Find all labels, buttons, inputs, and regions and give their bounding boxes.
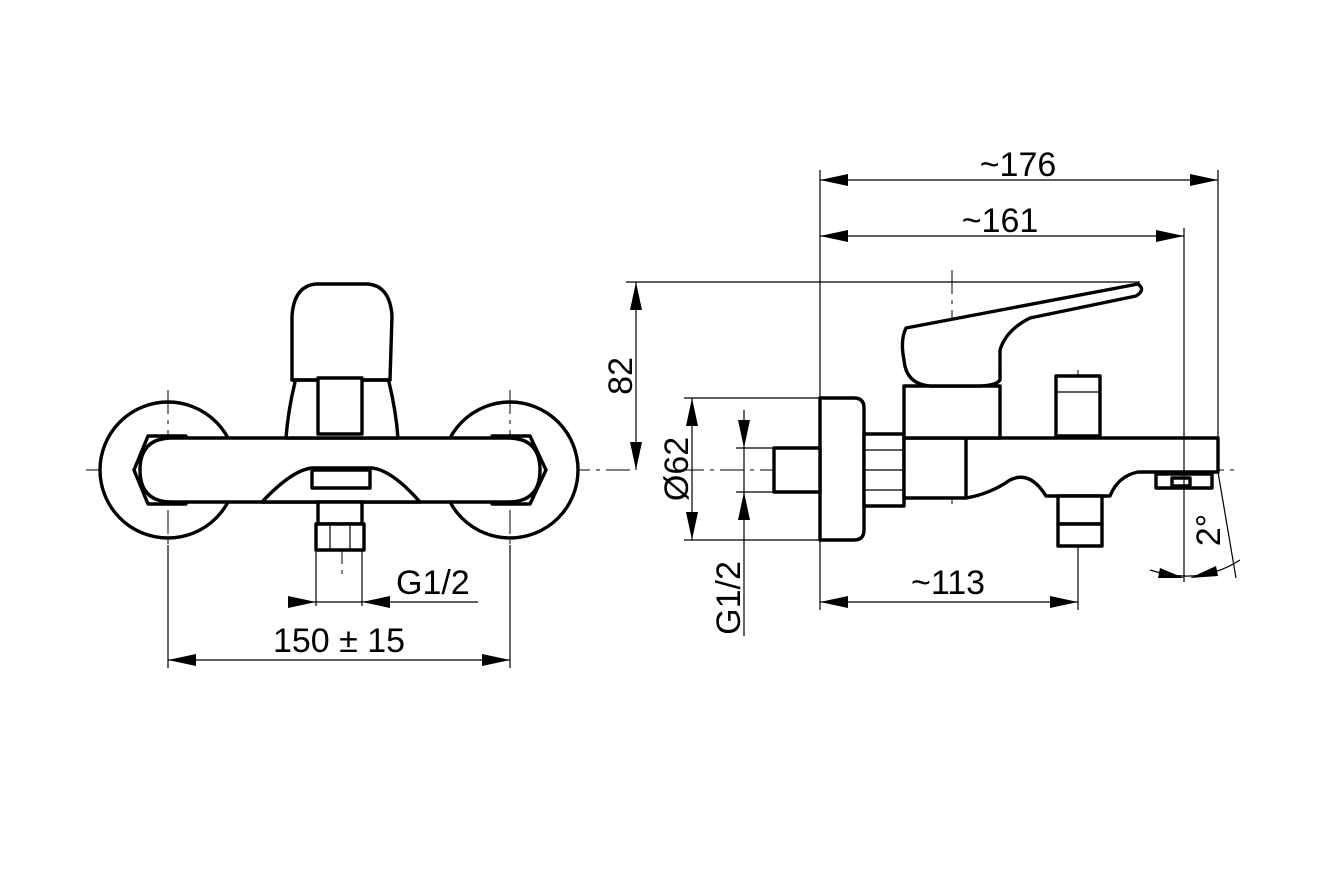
side-cartridge-housing [902, 384, 1002, 440]
flange-diameter-arrow-bottom [686, 512, 698, 540]
total-length-arrow-right [1190, 174, 1218, 186]
lever-handle-side [900, 282, 1144, 388]
aerator [1170, 476, 1192, 488]
total-length-label: ~176 [980, 146, 1057, 184]
side-mixer-body [902, 436, 1220, 500]
diverter-knob [1054, 374, 1102, 438]
side-thread-arrow-bottom [738, 492, 750, 520]
width-arrow-left [168, 654, 196, 666]
spout-length-arrow-right [1156, 230, 1184, 242]
side-thread-arrow-top [738, 420, 750, 448]
handle-stem [316, 376, 364, 436]
outlet-nipple [316, 500, 364, 526]
outlet-distance-arrow-right [1050, 596, 1078, 608]
front-thread-label: G1/2 [396, 564, 470, 602]
outlet-distance-arrow-left [820, 596, 848, 608]
outlet-cap [310, 468, 372, 490]
width-arrow-right [482, 654, 510, 666]
spout-angle-label: 2° [1190, 514, 1228, 547]
width-dimension-label: 150 ± 15 [273, 622, 405, 660]
outlet-distance-label: ~113 [911, 564, 985, 602]
lever-handle-front [290, 282, 394, 382]
angle-arrow-left [1158, 568, 1184, 578]
flange-diameter-label: Ø62 [658, 437, 696, 501]
outlet-hex [314, 522, 366, 552]
wall-connector-pipe [772, 446, 822, 494]
side-view: ~176 ~161 82 Ø62 G1/2 ~113 2° [602, 146, 1241, 636]
side-thread-label: G1/2 [710, 561, 748, 635]
spout-length-label: ~161 [962, 202, 1039, 240]
thread-arrow-left [288, 596, 316, 608]
total-length-arrow-left [820, 174, 848, 186]
side-outlet-hex [1056, 522, 1104, 548]
side-wall-flange [818, 396, 866, 542]
height-arrow-top [630, 282, 642, 310]
height-arrow-bottom [630, 442, 642, 470]
spout-length-arrow-left [820, 230, 848, 242]
angle-arrow-right [1190, 566, 1218, 578]
angle-leg [1217, 471, 1237, 579]
front-view: 150 ± 15 G1/2 [86, 282, 630, 668]
thread-arrow-right [362, 596, 390, 608]
flange-diameter-arrow-top [686, 398, 698, 426]
height-label: 82 [602, 357, 640, 395]
side-outlet-nipple [1056, 494, 1104, 526]
